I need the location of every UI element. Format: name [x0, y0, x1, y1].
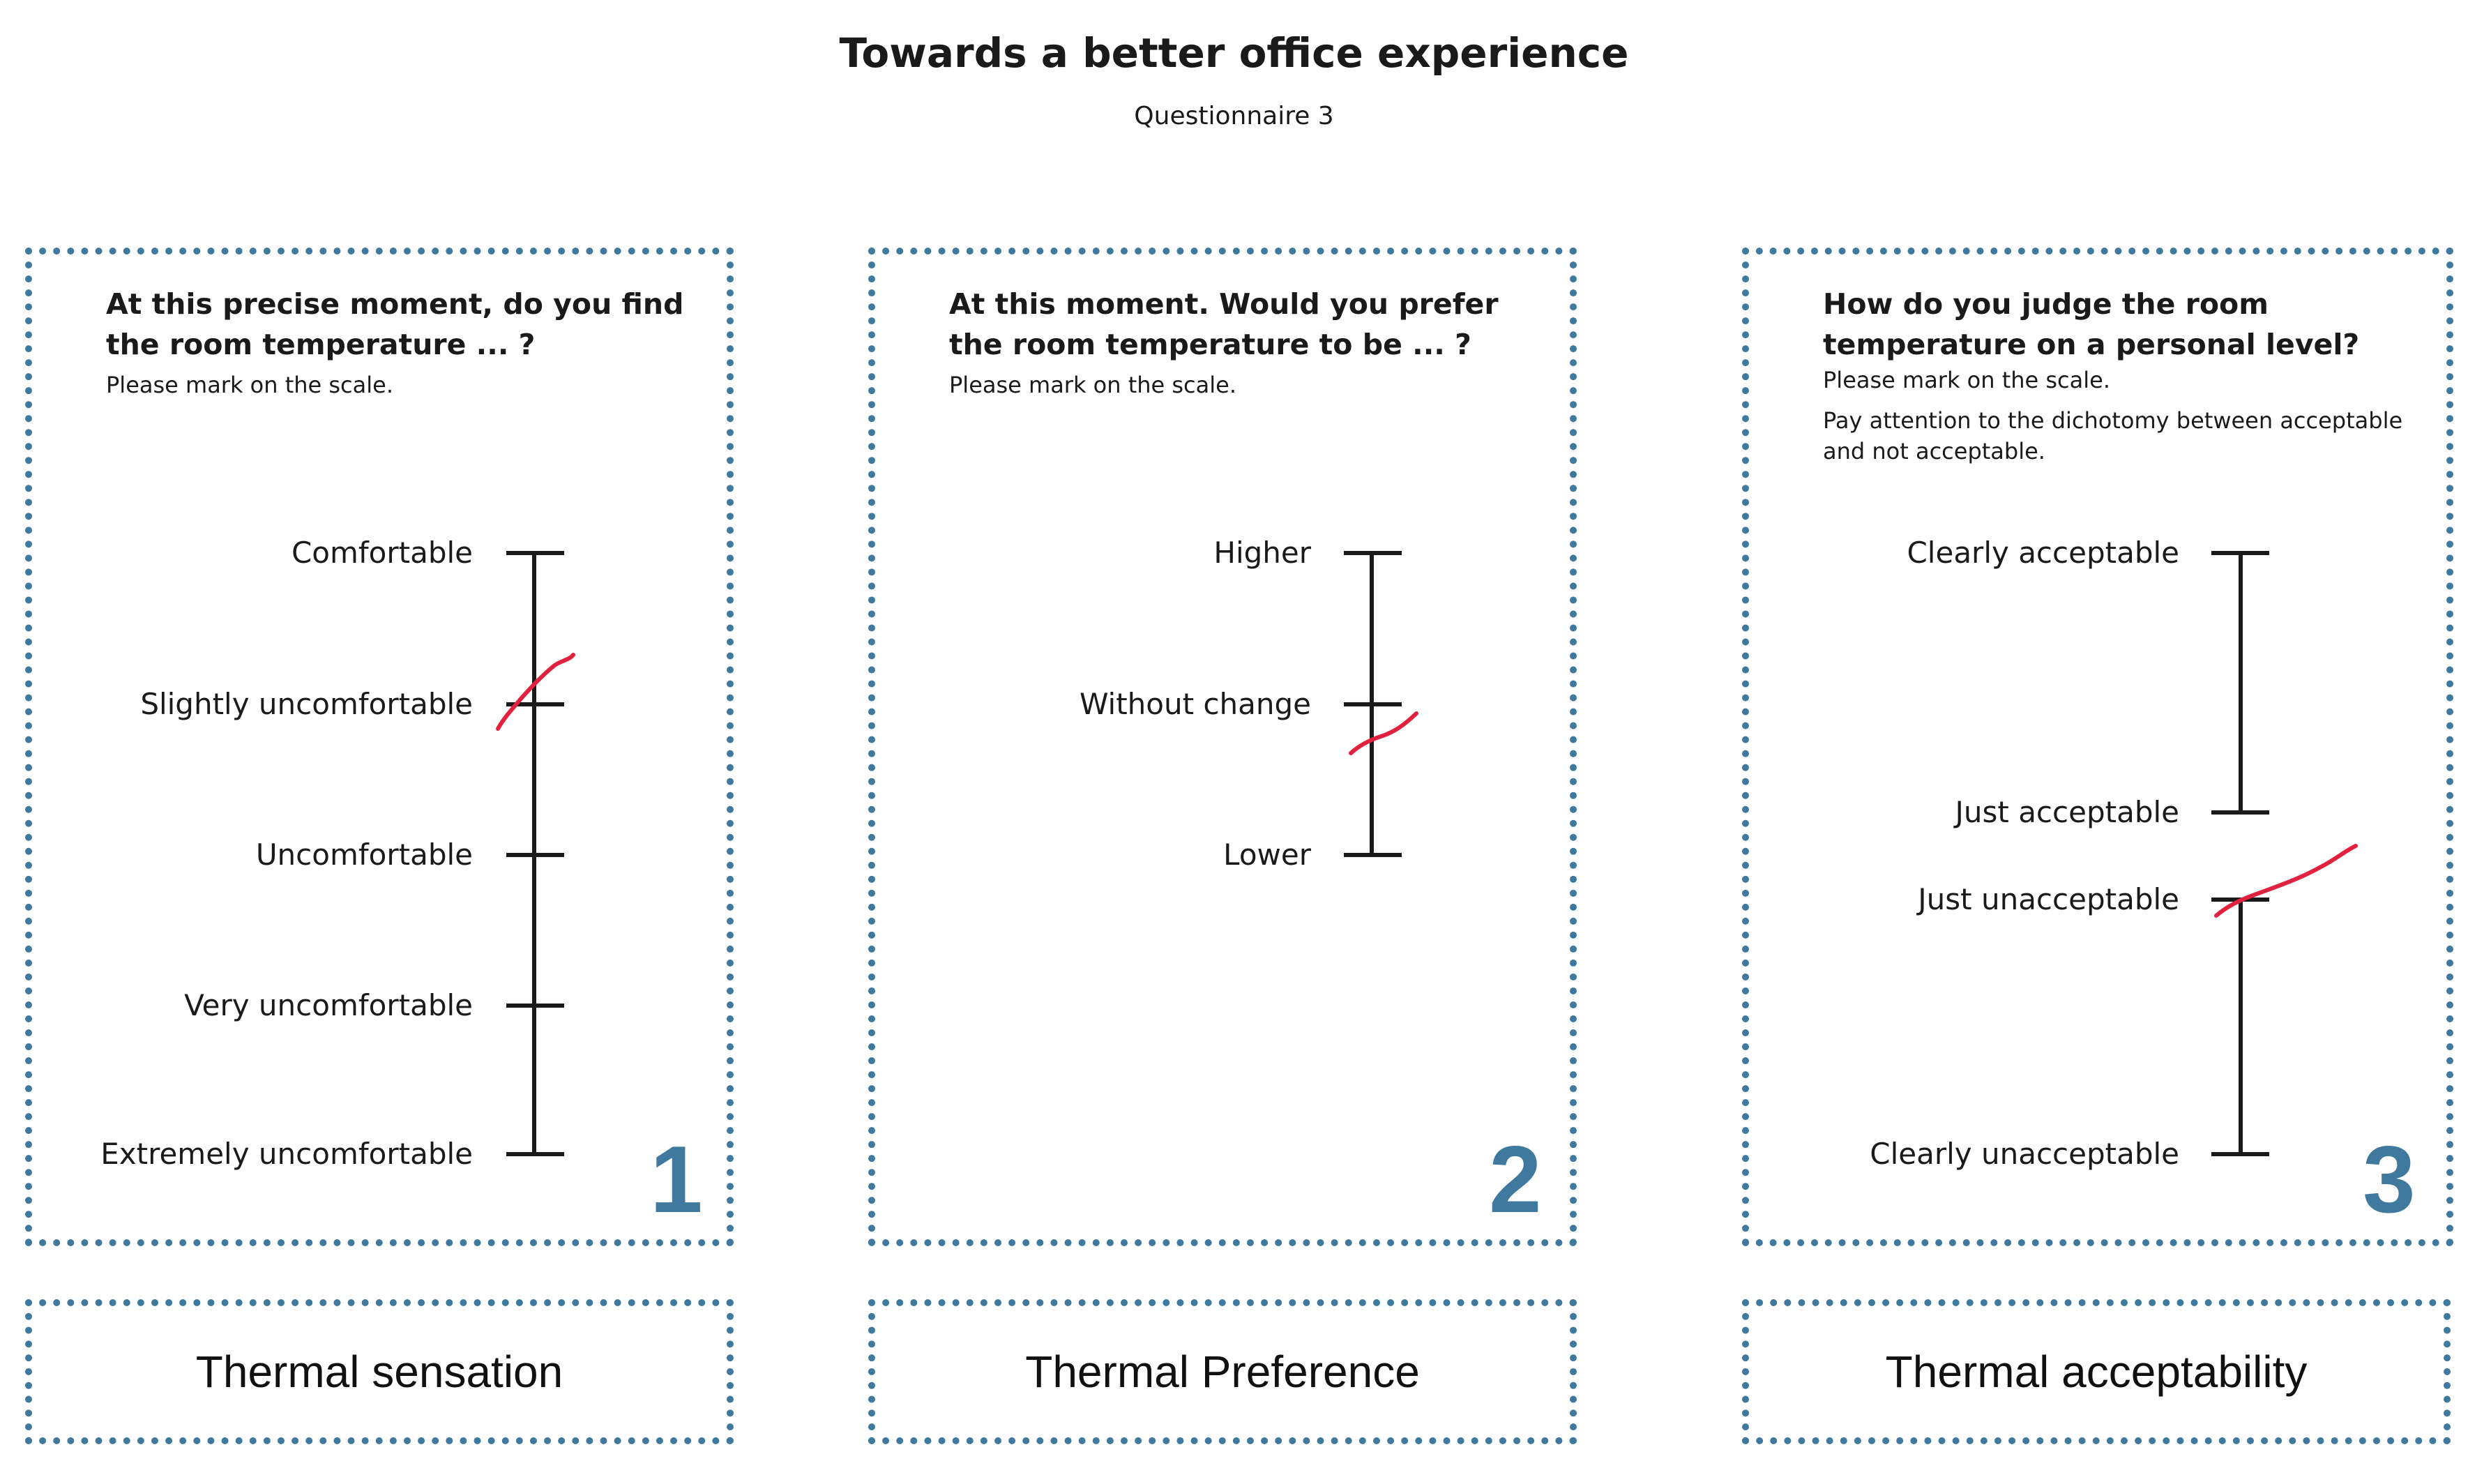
scale-label: Uncomfortable	[256, 838, 473, 872]
instruction-text: Please mark on the scale.	[949, 372, 1236, 398]
instruction-text: Please mark on the scale.	[1823, 367, 2110, 393]
scale-label: Comfortable	[292, 536, 473, 570]
caption-thermal-sensation: Thermal sensation	[25, 1299, 734, 1444]
caption-thermal-acceptability: Thermal acceptability	[1742, 1299, 2451, 1444]
scale-label: Clearly unacceptable	[1870, 1137, 2179, 1171]
question-card-thermal-sensation: At this precise moment, do you find the …	[25, 248, 734, 1246]
panel-number: 1	[650, 1126, 703, 1232]
page-title: Towards a better office experience	[839, 29, 1629, 77]
handwritten-mark	[496, 653, 575, 731]
question-card-thermal-preference: At this moment. Would you prefer the roo…	[868, 248, 1577, 1246]
question-text: At this moment. Would you prefer the roo…	[949, 287, 1499, 361]
scale-label: Slightly uncomfortable	[140, 687, 473, 721]
handwritten-mark	[2214, 844, 2358, 918]
scale-label: Very uncomfortable	[184, 988, 473, 1022]
handwritten-mark	[1349, 711, 1418, 755]
panel-number: 3	[2363, 1126, 2416, 1232]
question-text: How do you judge the room temperature on…	[1823, 287, 2360, 361]
question-card-thermal-acceptability: How do you judge the room temperature on…	[1742, 248, 2453, 1246]
rating-scale[interactable]: Higher Without change Lower	[875, 255, 1573, 1245]
caption-thermal-preference: Thermal Preference	[868, 1299, 1577, 1444]
scale-label: Without change	[1080, 687, 1311, 721]
page-subtitle: Questionnaire 3	[1134, 102, 1334, 130]
question-text: At this precise moment, do you find the …	[106, 287, 684, 361]
scale-label: Extremely uncomfortable	[100, 1137, 473, 1171]
panel-number: 2	[1489, 1126, 1542, 1232]
rating-scale[interactable]: Comfortable Slightly uncomfortable Uncom…	[32, 255, 729, 1245]
scale-label: Just acceptable	[1953, 795, 2179, 829]
scale-label: Just unacceptable	[1916, 882, 2179, 916]
scale-label: Higher	[1213, 536, 1311, 570]
rating-scale[interactable]: Clearly acceptable Just acceptable Just …	[1749, 255, 2446, 1245]
scale-label: Clearly acceptable	[1907, 536, 2179, 570]
instruction-text: Please mark on the scale.	[106, 372, 393, 398]
instruction-note: Pay attention to the dichotomy between a…	[1823, 407, 2403, 464]
scale-label: Lower	[1223, 838, 1312, 872]
